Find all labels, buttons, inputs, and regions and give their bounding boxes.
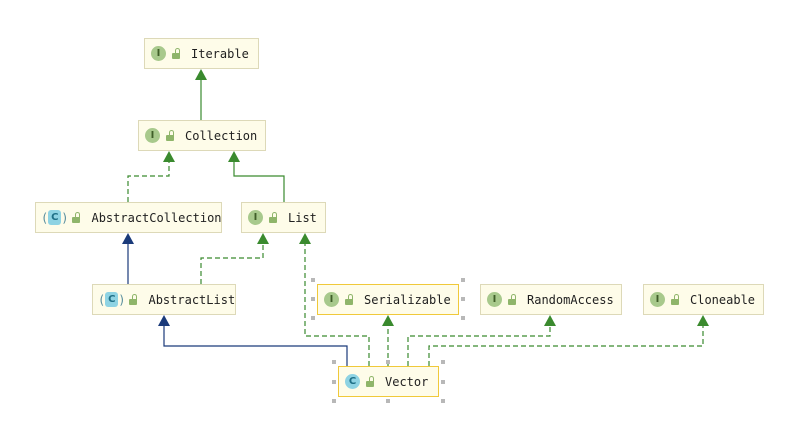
selection-handle[interactable]	[441, 360, 445, 364]
node-label: List	[288, 210, 317, 225]
interface-icon: I	[324, 292, 339, 307]
edge-abstractlist-list	[200, 233, 269, 284]
interface-icon: I	[487, 292, 502, 307]
node-serializable[interactable]: I Serializable	[317, 284, 459, 315]
selection-handle[interactable]	[311, 297, 315, 301]
selection-handle[interactable]	[332, 360, 336, 364]
edge-collection-iterable	[195, 69, 207, 120]
node-collection[interactable]: I Collection	[138, 120, 266, 151]
class-icon: C	[345, 374, 360, 389]
abstract-bracket: )	[61, 210, 69, 225]
lock-open-icon	[72, 212, 81, 223]
node-random-access[interactable]: I RandomAccess	[480, 284, 622, 315]
interface-icon: I	[145, 128, 160, 143]
selection-handle[interactable]	[441, 399, 445, 403]
abstract-class-icon: C	[48, 210, 62, 225]
selection-handle[interactable]	[311, 316, 315, 320]
lock-open-icon	[508, 294, 517, 305]
node-label: Iterable	[191, 46, 249, 61]
abstract-bracket: (	[98, 292, 106, 307]
edge-vector-list	[299, 233, 370, 366]
edge-vector-abstractlist	[158, 315, 348, 366]
node-abstract-collection[interactable]: (C) AbstractCollection	[35, 202, 222, 233]
lock-open-icon	[366, 376, 375, 387]
selection-handle[interactable]	[461, 297, 465, 301]
selection-handle[interactable]	[461, 316, 465, 320]
selection-handle[interactable]	[386, 399, 390, 403]
node-label: Cloneable	[690, 292, 756, 307]
node-label: Serializable	[364, 292, 451, 307]
edge-abstractlist-abstractcollection	[122, 233, 134, 284]
abstract-bracket: (	[41, 210, 49, 225]
selection-handle[interactable]	[332, 399, 336, 403]
node-label: AbstractList	[148, 292, 236, 307]
node-list[interactable]: I List	[241, 202, 326, 233]
edge-list-collection	[228, 151, 285, 202]
abstract-class-icon: C	[105, 292, 119, 307]
node-label: AbstractCollection	[91, 210, 222, 225]
lock-open-icon	[129, 294, 138, 305]
lock-open-icon	[269, 212, 278, 223]
node-label: RandomAccess	[527, 292, 614, 307]
selection-handle[interactable]	[461, 278, 465, 282]
selection-handle[interactable]	[441, 380, 445, 384]
node-label: Vector	[385, 374, 429, 389]
edge-vector-serializable	[382, 315, 394, 366]
edge-vector-randomaccess	[407, 315, 556, 366]
node-abstract-list[interactable]: (C) AbstractList	[92, 284, 236, 315]
interface-icon: I	[650, 292, 665, 307]
selection-handle[interactable]	[311, 278, 315, 282]
lock-open-icon	[166, 130, 175, 141]
node-iterable[interactable]: I Iterable	[144, 38, 259, 69]
interface-icon: I	[248, 210, 263, 225]
abstract-bracket: )	[118, 292, 126, 307]
interface-icon: I	[151, 46, 166, 61]
lock-open-icon	[172, 48, 181, 59]
edge-vector-cloneable	[428, 315, 709, 366]
lock-open-icon	[345, 294, 354, 305]
node-cloneable[interactable]: I Cloneable	[643, 284, 764, 315]
node-label: Collection	[185, 128, 258, 143]
node-vector[interactable]: C Vector	[338, 366, 439, 397]
lock-open-icon	[671, 294, 680, 305]
selection-handle[interactable]	[386, 360, 390, 364]
edge-abstractcollection-collection	[127, 151, 175, 202]
selection-handle[interactable]	[332, 380, 336, 384]
